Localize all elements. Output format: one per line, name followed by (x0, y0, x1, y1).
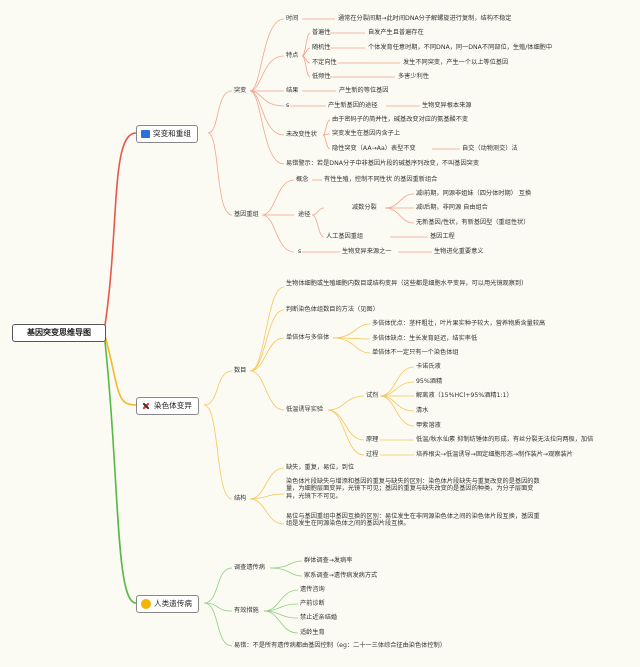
node-structure-types[interactable]: 缺失，重复，易位，到位 (286, 464, 355, 471)
node-feature-value[interactable]: 自发产生且普遍存在 (368, 29, 424, 36)
branch-chromosome-variation[interactable]: 染色体变异 (136, 397, 199, 415)
node-recombination[interactable]: 基因重组 (234, 211, 259, 218)
node-unchanged-trait[interactable]: 未改变性状 (286, 131, 317, 138)
node-principle-text[interactable]: 低温/秋水仙素 抑制纺锤体的形成，有丝分裂无法拉向两极，加倍 (416, 436, 594, 443)
node-evolution-meaning[interactable]: 生物进化重要意义 (434, 248, 484, 255)
node-reagent-item[interactable]: 清水 (416, 407, 429, 414)
node-result[interactable]: 结果 (286, 87, 299, 94)
branch-label: 染色体变异 (154, 401, 192, 410)
node-process-text[interactable]: 培养根尖→低温诱导→固定细胞形态→制作装片→观察装片 (416, 451, 573, 458)
node-meiosis-item[interactable]: 减I后期，非同源 自由组合 (416, 204, 488, 211)
node-structure[interactable]: 结构 (234, 495, 247, 502)
node-reagent[interactable]: 试剂 (366, 392, 379, 399)
node-low-temp-experiment[interactable]: 低温诱导实验 (286, 406, 324, 413)
node-haploid-polyploid[interactable]: 单倍体与多倍体 (286, 334, 330, 341)
node-features[interactable]: 特点 (286, 52, 299, 59)
node-variation-source[interactable]: 生物变异来源之一 (342, 248, 392, 255)
node-feature-key[interactable]: 不定向性 (312, 59, 337, 66)
connector-branch-2 (103, 331, 137, 406)
node-route[interactable]: 途径 (298, 211, 311, 218)
node-survey[interactable]: 调查遗传病 (234, 564, 265, 571)
node-feature-key[interactable]: 低频性 (312, 73, 331, 80)
node-selfcross-method[interactable]: 自交（动物测交）法 (462, 145, 518, 152)
node-feature-value[interactable]: 发生不同突变，产生一个以上等位基因 (403, 59, 509, 66)
node-translocation-diff[interactable]: 易位与基因重组中基因互换的区别：易位发生在非同源染色体之间的染色体片段互换，基因… (286, 513, 540, 528)
node-feature-value[interactable]: 多害少利性 (398, 73, 429, 80)
node-process[interactable]: 过程 (366, 451, 379, 458)
node-measure-item[interactable]: 禁止近亲结婚 (300, 614, 338, 621)
node-s[interactable]: s (298, 248, 302, 255)
node-meaning-b[interactable]: 生物变异根本来源 (422, 102, 472, 109)
human-icon (141, 599, 151, 609)
branch-label: 突变和重组 (153, 129, 191, 138)
node-concept[interactable]: 概念 (296, 176, 309, 183)
node-concept-text[interactable]: 有性生殖，控制不同性状 的基因重新组合 (324, 176, 438, 183)
node-result-text[interactable]: 产生新的等位基因 (339, 87, 389, 94)
node-reagent-item[interactable]: 卡诺氏液 (416, 363, 441, 370)
node-feature-key[interactable]: 普遍性 (312, 29, 331, 36)
node-time-text[interactable]: 通常在分裂间期→此时间DNA分子解螺旋进行复制，结构不稳定 (338, 15, 512, 22)
node-warning[interactable]: 易错警示：若是DNA分子中非基因片段的碱基序列改变，不叫基因突变 (286, 160, 480, 167)
node-time[interactable]: 时间 (286, 15, 299, 22)
node-unchanged-item[interactable]: 突变发生在基因内含子上 (332, 130, 401, 137)
node-error-note[interactable]: 易错：不是所有遗传病都由基因控制（eg：二十一三体综合征由染色体控制） (234, 642, 446, 649)
connector-branch-1 (103, 132, 137, 333)
branch-human-genetic-disease[interactable]: 人类遗传病 (136, 595, 199, 613)
node-polyploid-item[interactable]: 多倍体缺点：生长发育延迟，结实率低 (372, 335, 478, 342)
connector-branch-3 (103, 331, 137, 604)
node-polyploid-item[interactable]: 多倍体优点：茎秆粗壮，叶片果实种子较大，营养物质含量较高 (372, 320, 546, 327)
node-deletion-duplication-diff[interactable]: 染色体片段缺失与增添和基因的重复与缺失的区别：染色体片段缺失与重复改变的是基因的… (286, 478, 540, 500)
node-survey-item[interactable]: 群体调查→发病率 (304, 557, 353, 564)
branch-label: 人类遗传病 (154, 599, 192, 608)
node-artificial-recombination[interactable]: 人工基因重组 (326, 233, 364, 240)
node-meiosis-item[interactable]: 无新基因/性状，有新基因型（重组性状） (416, 219, 530, 226)
node-measure-item[interactable]: 适龄生育 (300, 629, 325, 636)
node-survey-item[interactable]: 家系调查→遗传病发病方式 (304, 572, 378, 579)
node-s[interactable]: s (286, 102, 290, 109)
node-variation-definition[interactable]: 生物体细胞或生殖细胞内数目或结构变异（这些都是细胞水平变异，可以用光镜观察到） (286, 280, 528, 287)
node-reagent-item[interactable]: 95%酒精 (416, 378, 443, 385)
node-reagent-item[interactable]: 解离液（15%HCl+95%酒精1:1） (416, 392, 513, 399)
node-number[interactable]: 数目 (234, 367, 247, 374)
node-feature-key[interactable]: 随机性 (312, 44, 331, 51)
node-meaning-a[interactable]: 产生新基因的途径 (328, 102, 378, 109)
node-mutation[interactable]: 突变 (234, 87, 247, 94)
flag-icon (141, 130, 150, 138)
node-reagent-item[interactable]: 甲紫溶液 (416, 422, 441, 429)
node-unchanged-item[interactable]: 隐性突变（AA→Aa）表型不变 (332, 145, 416, 152)
node-principle[interactable]: 原理 (366, 436, 379, 443)
node-unchanged-item[interactable]: 由于密码子的简并性，碱基改变对应的氨基酸不变 (332, 116, 469, 123)
node-genetic-engineering[interactable]: 基因工程 (430, 233, 455, 240)
node-feature-value[interactable]: 个体发育任意时期，不同DNA，同一DNA不同部位，生殖/体细胞中 (368, 44, 553, 51)
node-meiosis-item[interactable]: 减I前期，同源非姐妹（四分体时期） 互换 (416, 190, 532, 197)
branch-mutation-recombination[interactable]: 突变和重组 (136, 125, 198, 143)
node-polyploid-item[interactable]: 单倍体不一定只有一个染色体组 (372, 349, 459, 356)
node-measure-item[interactable]: 遗传咨询 (300, 586, 325, 593)
node-count-method[interactable]: 判断染色体组数目的方法（见图） (286, 306, 379, 313)
node-meiosis[interactable]: 减数分裂 (352, 204, 377, 211)
node-measure-item[interactable]: 产前诊断 (300, 600, 325, 607)
root-topic[interactable]: 基因突变思维导图 (12, 324, 106, 342)
node-measures[interactable]: 有效措施 (234, 607, 259, 614)
dna-icon (141, 401, 151, 411)
